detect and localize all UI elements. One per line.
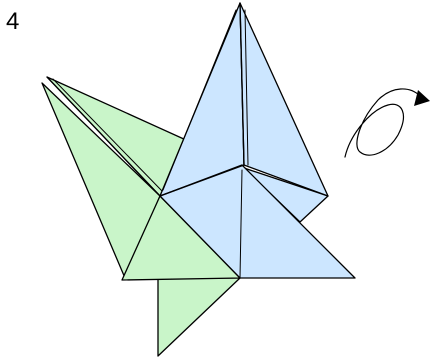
turn-over-arrow-icon [345,89,430,157]
bottom-green-flap [158,278,240,356]
upper-blue-point-right [240,3,328,196]
